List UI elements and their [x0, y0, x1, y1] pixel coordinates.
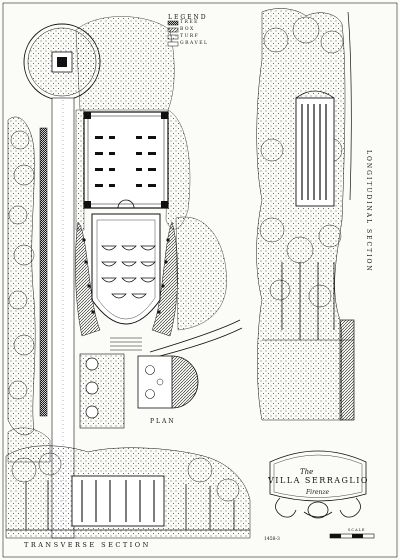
legend-title: LEGEND: [168, 14, 208, 21]
legend-item-turf: TURF: [180, 34, 200, 39]
shrub-dots: [82, 238, 170, 314]
transverse-section: [5, 445, 251, 539]
lower-garden: [79, 353, 199, 429]
title-cartouche: [269, 450, 367, 519]
left-tree-mass: [7, 116, 36, 436]
transverse-section-label: TRANSVERSE SECTION: [24, 541, 151, 549]
cartouche-place: Firenze: [306, 489, 330, 496]
longitudinal-section: [256, 8, 355, 421]
legend-swatches: [167, 20, 179, 47]
cartouche-title: VILLA SERRAGLIO: [268, 476, 369, 485]
parterre-shrub-borders: [75, 221, 179, 337]
plan-label: PLAN: [150, 418, 176, 425]
left-tree-outlines: [8, 130, 35, 400]
curving-walk: [149, 319, 241, 353]
sheet-number: 1458-3: [264, 537, 280, 542]
garden-steps: [110, 337, 142, 351]
parterre-garden: [91, 213, 161, 325]
hedge-left: [39, 127, 48, 417]
legend-item-tree: TREE: [180, 20, 199, 25]
casino-building: [83, 111, 169, 209]
upper-right-tree-mass: [75, 16, 191, 231]
mid-right-tree-mass: [175, 216, 227, 331]
cartouche-article: The: [300, 468, 314, 476]
scale-bar: [329, 533, 375, 539]
legend-item-gravel: GRAVEL: [180, 41, 209, 46]
legend-item-box: BOX: [180, 27, 195, 32]
scale-label: SCALE: [348, 528, 366, 532]
longitudinal-section-label: LONGITUDINAL SECTION: [365, 150, 372, 273]
